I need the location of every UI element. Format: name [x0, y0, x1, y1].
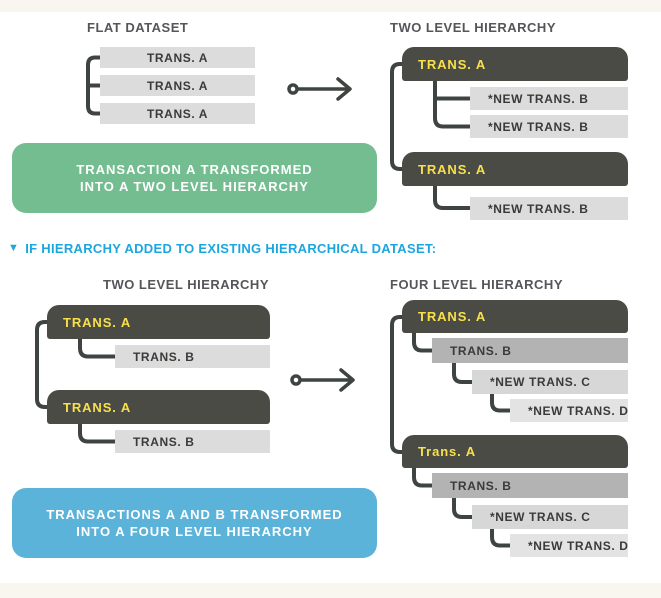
two-level-bottom-elbow-2	[78, 422, 117, 444]
four-level-g2-elbow-cd	[490, 527, 512, 548]
divider-heading-text: IF HIERARCHY ADDED TO EXISTING HIERARCHI…	[25, 241, 437, 256]
parent-node: TRANS. A	[47, 390, 270, 424]
transform-arrow-icon	[290, 368, 355, 392]
four-level-g1-elbow-cd	[490, 392, 512, 413]
green-note-box: TRANSACTION A TRANSFORMED INTO A TWO LEV…	[12, 143, 377, 213]
level4-node: *NEW TRANS. D	[510, 399, 628, 422]
parent-node: TRANS. A	[402, 152, 628, 186]
child-node: TRANS. B	[115, 430, 270, 453]
child-node: *NEW TRANS. B	[470, 197, 628, 220]
child-node: *NEW TRANS. B	[470, 115, 628, 138]
level3-node: *NEW TRANS. C	[472, 370, 628, 394]
top-accent-strip	[0, 0, 661, 12]
four-level-label: FOUR LEVEL HIERARCHY	[390, 277, 563, 292]
two-level-bottom-elbow-1	[78, 337, 117, 359]
divider-heading: ▼ IF HIERARCHY ADDED TO EXISTING HIERARC…	[8, 241, 436, 256]
blue-note-box: TRANSACTIONS A AND B TRANSFORMED INTO A …	[12, 488, 377, 558]
flat-dataset-label: FLAT DATASET	[87, 20, 189, 35]
four-level-g2-elbow-ab	[412, 466, 434, 488]
child-node: *NEW TRANS. B	[470, 87, 628, 110]
four-level-g1-elbow-ab	[412, 331, 434, 353]
two-level-top-elbow-2	[433, 184, 472, 210]
two-level-top-elbows-1	[433, 79, 472, 129]
parent-node: TRANS. A	[47, 305, 270, 339]
level2-node: TRANS. B	[432, 473, 628, 498]
triangle-down-icon: ▼	[8, 242, 20, 254]
four-level-g1-elbow-bc	[452, 361, 474, 384]
child-node: TRANS. B	[115, 345, 270, 368]
parent-node: TRANS. A	[402, 300, 628, 333]
bottom-accent-strip	[0, 583, 661, 598]
green-note-line: INTO A TWO LEVEL HIERARCHY	[80, 179, 309, 194]
level4-node: *NEW TRANS. D	[510, 534, 628, 557]
blue-note-line: INTO A FOUR LEVEL HIERARCHY	[76, 524, 313, 539]
four-level-g2-elbow-bc	[452, 496, 474, 519]
parent-node: TRANS. A	[402, 47, 628, 81]
level2-node: TRANS. B	[432, 338, 628, 363]
blue-note-line: TRANSACTIONS A AND B TRANSFORMED	[46, 507, 343, 522]
level3-node: *NEW TRANS. C	[472, 505, 628, 529]
two-level-bottom-label: TWO LEVEL HIERARCHY	[103, 277, 269, 292]
transform-arrow-icon	[287, 77, 352, 101]
two-level-top-label: TWO LEVEL HIERARCHY	[390, 20, 556, 35]
flat-record: TRANS. A	[100, 47, 255, 68]
green-note-line: TRANSACTION A TRANSFORMED	[76, 162, 313, 177]
parent-node: Trans. A	[402, 435, 628, 468]
flat-record: TRANS. A	[100, 103, 255, 124]
flat-dataset-bracket	[86, 55, 102, 116]
two-level-bottom-bracket	[35, 320, 49, 409]
flat-record: TRANS. A	[100, 75, 255, 96]
four-level-bracket	[390, 315, 404, 454]
two-level-top-bracket	[390, 62, 404, 171]
